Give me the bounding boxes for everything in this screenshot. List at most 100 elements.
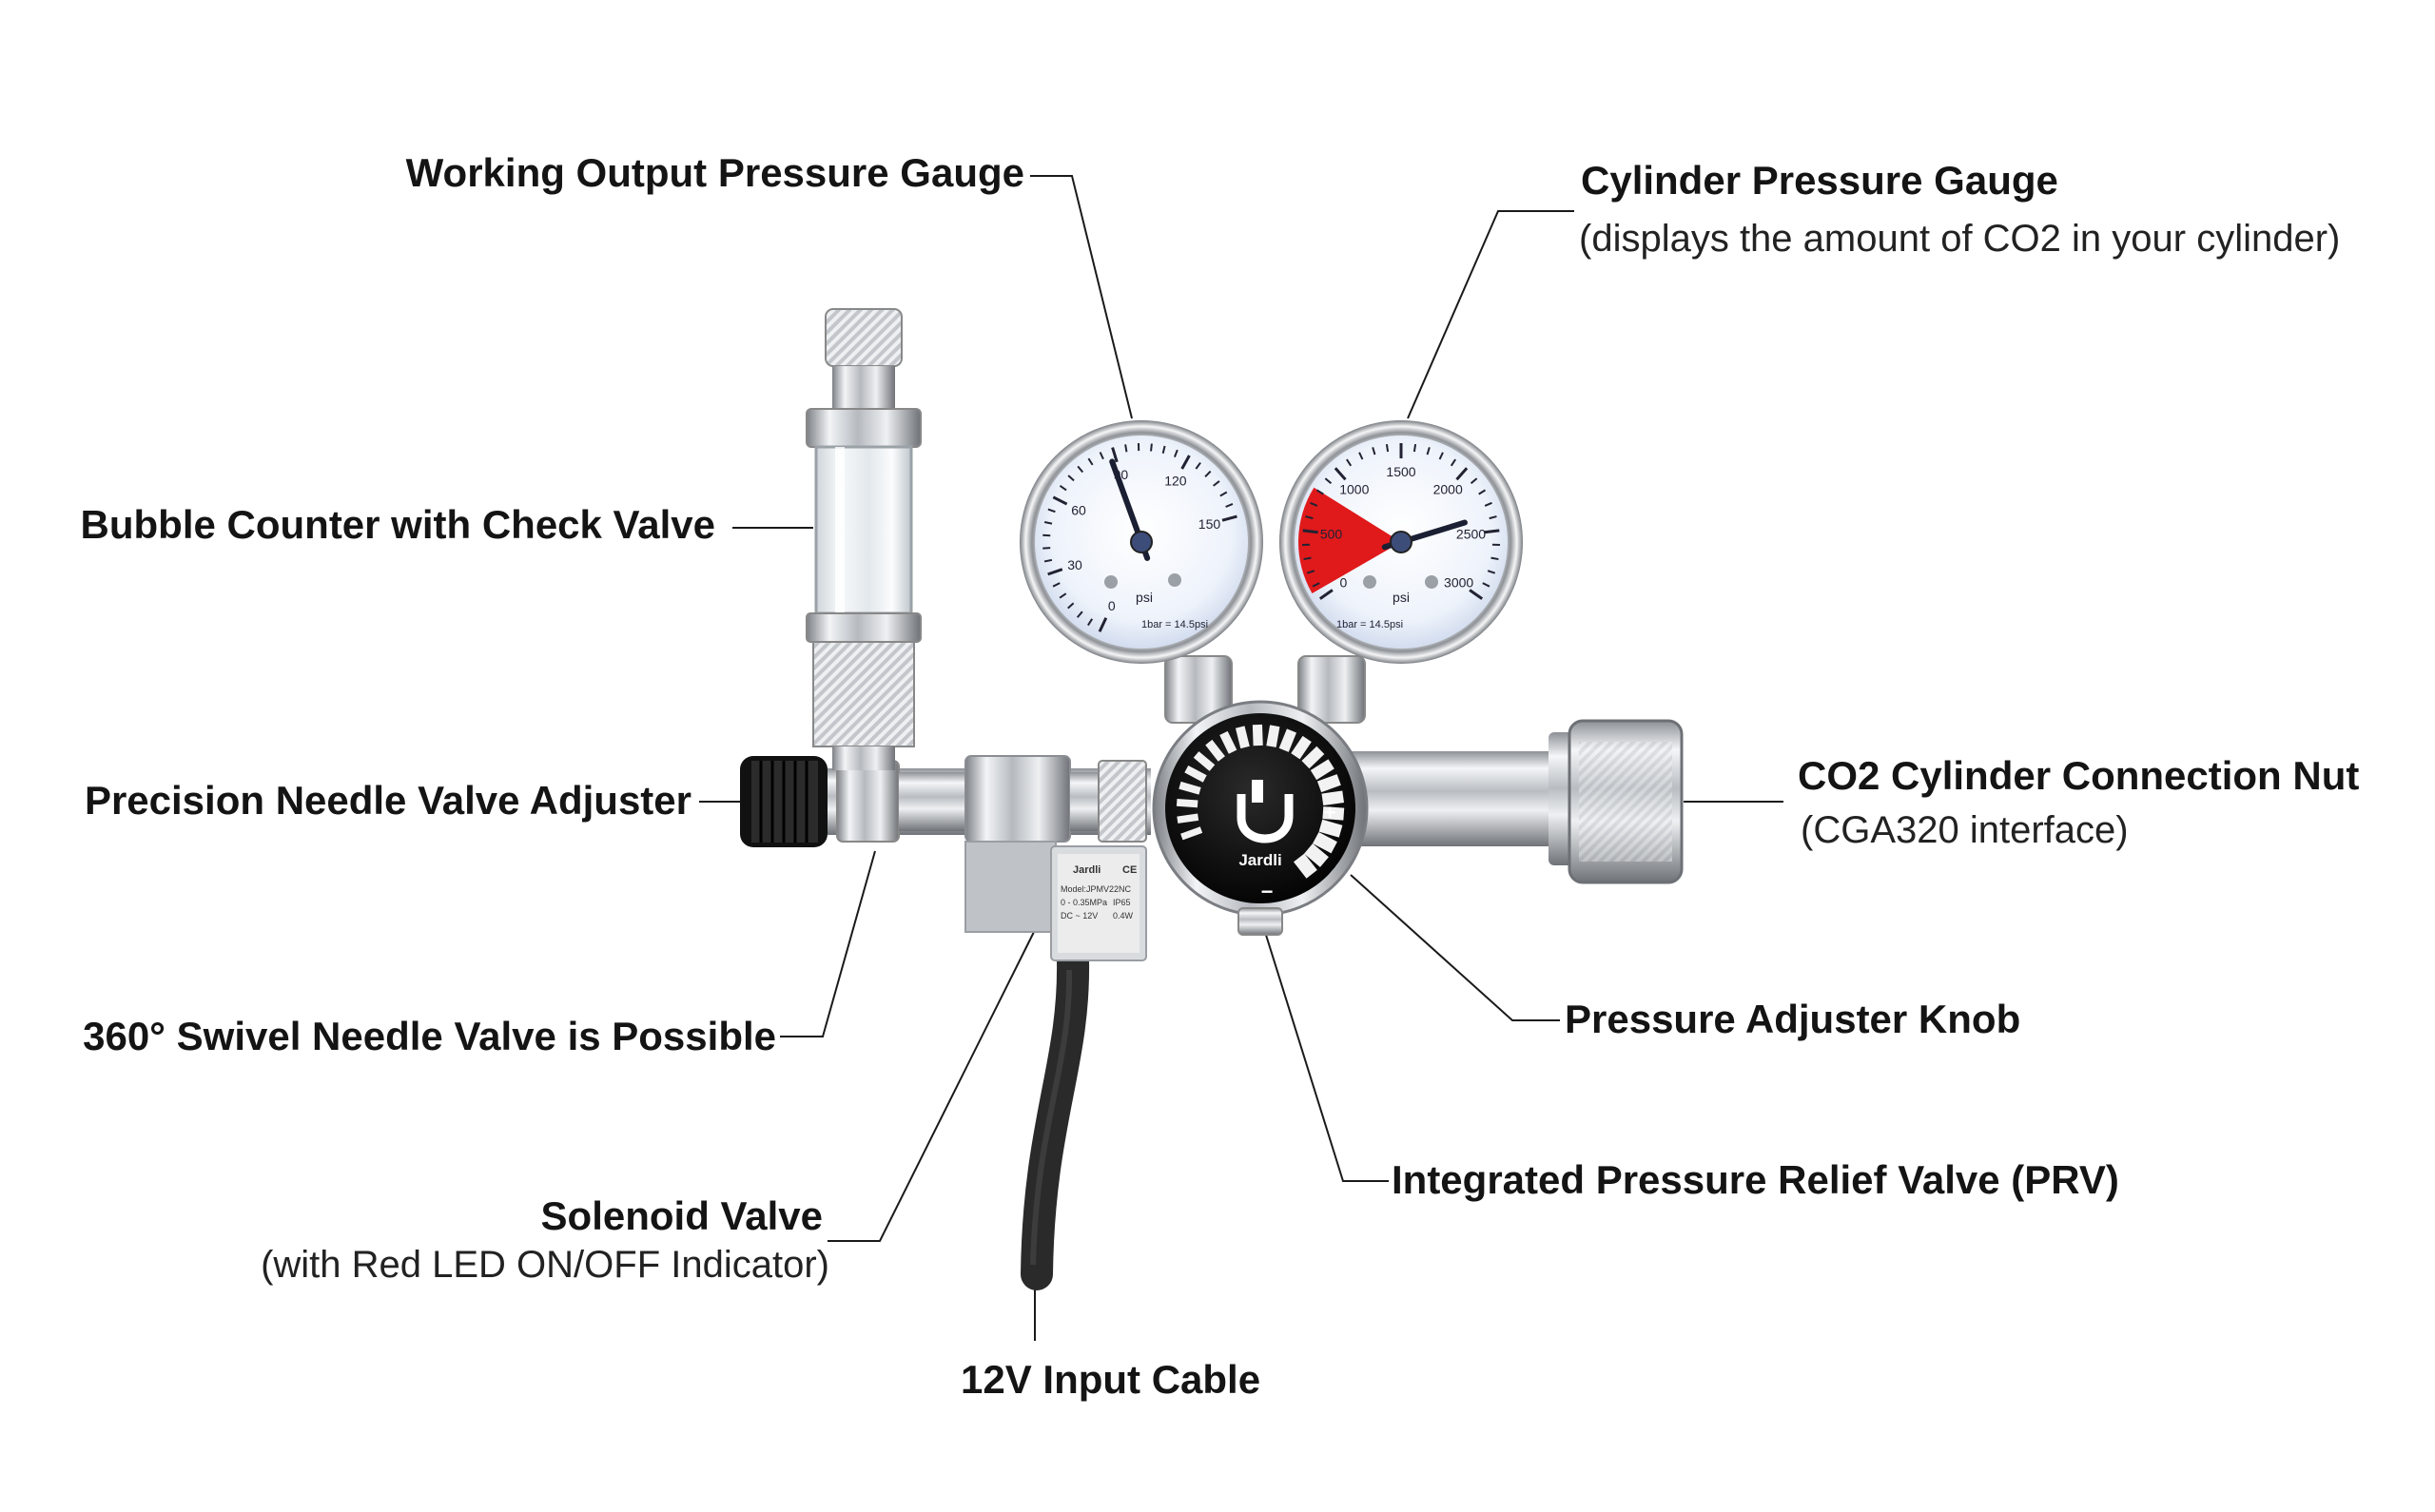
leader-cylinder-gauge <box>1407 210 1574 419</box>
leader-pressure-knob <box>1350 874 1560 1021</box>
knob-segment <box>1301 746 1325 769</box>
label-pressure-knob: Pressure Adjuster Knob <box>1565 997 2021 1041</box>
knob-segment <box>1278 728 1296 752</box>
label-swivel: 360° Swivel Needle Valve is Possible <box>83 1014 776 1058</box>
plate-brand: Jardli <box>1073 864 1101 876</box>
label-needle-valve: Precision Needle Valve Adjuster <box>84 778 692 823</box>
cylinder-gauge-tick <box>1315 489 1324 495</box>
output-gauge-tick <box>1059 485 1067 492</box>
output-gauge-tick <box>1042 547 1051 550</box>
knob-segment <box>1205 739 1225 762</box>
cylinder-gauge-tick <box>1412 443 1417 453</box>
output-gauge-tick <box>1077 465 1084 474</box>
cylinder-gauge-tick <box>1303 556 1312 561</box>
label-prv: Integrated Pressure Relief Valve (PRV) <box>1392 1157 2119 1202</box>
fitting-left <box>899 772 965 831</box>
output-gauge-tick <box>1219 491 1228 497</box>
knob-segment <box>1318 819 1343 838</box>
cylinder-gauge-note: 1bar = 14.5psi <box>1336 619 1403 630</box>
pressure-adjuster-knob <box>1165 713 1355 903</box>
plate-pressure: 0 - 0.35MPa <box>1061 898 1107 907</box>
cylinder-gauge-tick <box>1438 452 1444 460</box>
cylinder-gauge-tick <box>1426 447 1431 456</box>
output-gauge-tick <box>1195 461 1201 470</box>
knob-plus: + <box>1324 801 1336 824</box>
output-gauge-tick <box>1043 520 1053 525</box>
knob-minus: − <box>1261 880 1274 903</box>
cylinder-gauge-tick <box>1302 529 1318 534</box>
output-gauge-tick-label: 120 <box>1164 473 1187 488</box>
plate-model: Model:JPMV22NC <box>1061 884 1132 894</box>
output-gauge-tick <box>1067 475 1075 482</box>
cylinder-gauge-tick <box>1490 556 1499 561</box>
cylinder-gauge-tick-label: 1500 <box>1386 464 1415 479</box>
output-gauge-tick-label: 150 <box>1198 516 1221 532</box>
cylinder-gauge-tick <box>1385 443 1390 453</box>
cylinder-gauge-tick <box>1484 529 1500 534</box>
knob-segment <box>1313 831 1337 854</box>
cylinder-gauge-tick <box>1346 458 1353 467</box>
leader-prv <box>1264 931 1389 1182</box>
knob-segment <box>1179 781 1201 795</box>
knob-segment <box>1291 735 1312 760</box>
plate-ip: IP65 <box>1113 898 1131 907</box>
knob-segment <box>1180 826 1203 841</box>
output-gauge-tick-label: 60 <box>1071 502 1086 517</box>
output-gauge-tick <box>1052 495 1068 506</box>
knob-segment <box>1310 759 1334 781</box>
knob-segment <box>1316 774 1341 793</box>
label-connection-nut: CO2 Cylinder Connection Nut <box>1798 753 2360 798</box>
prv-stub <box>1237 907 1283 936</box>
label-bubble-counter: Bubble Counter with Check Valve <box>80 502 715 547</box>
output-gauge-tick <box>1225 502 1234 508</box>
output-gauge-tick <box>1047 508 1056 514</box>
output-gauge-tick <box>1221 514 1237 522</box>
bubble-counter <box>806 308 922 770</box>
cylinder-gauge-tick <box>1478 489 1487 495</box>
knob-segment <box>1322 806 1345 821</box>
cylinder-gauge-tick <box>1487 570 1496 574</box>
knob-segment <box>1184 765 1207 783</box>
label-solenoid: Solenoid Valve <box>540 1193 823 1238</box>
knob-segment <box>1321 790 1345 806</box>
output-gauge-tick <box>1059 592 1067 599</box>
cylinder-gauge-stem <box>1297 655 1366 724</box>
cylinder-gauge-tick <box>1310 501 1318 507</box>
cylinder-gauge-tick-label: 2000 <box>1433 482 1463 497</box>
output-gauge-tick <box>1180 455 1191 470</box>
knob-segment <box>1177 813 1199 824</box>
cylinder-gauge-tick <box>1358 452 1364 460</box>
cylinder-gauge-tick-label: 1000 <box>1339 482 1369 497</box>
output-gauge-unit: psi <box>1136 590 1153 605</box>
cylinder-gauge-tick <box>1318 589 1334 600</box>
output-gauge-tick <box>1087 457 1094 466</box>
cylinder-gauge-tick-label: 0 <box>1339 574 1347 590</box>
solenoid-valve <box>964 755 1147 961</box>
cylinder-gauge-tick <box>1482 582 1490 588</box>
output-gauge-tick <box>1099 452 1104 460</box>
cylinder-gauge-tick <box>1455 467 1469 481</box>
cylinder-gauge-tick <box>1489 515 1497 520</box>
cylinder-gauge-tick <box>1469 589 1484 600</box>
output-gauge-tick <box>1204 470 1212 478</box>
input-cable <box>1021 944 1090 1290</box>
needle-valve-block <box>836 760 900 843</box>
knob-segment <box>1176 799 1198 808</box>
output-gauge-tick <box>1087 618 1094 627</box>
knob-segment <box>1252 724 1263 746</box>
output-gauge-tick <box>1124 444 1128 453</box>
label-solenoid-sub: (with Red LED ON/OFF Indicator) <box>261 1244 829 1286</box>
solenoid-nameplate: Jardli CE Model:JPMV22NC 0 - 0.35MPa IP6… <box>1061 864 1137 921</box>
cylinder-gauge-unit: psi <box>1393 590 1410 605</box>
output-gauge-tick <box>1052 582 1061 588</box>
knob-segment <box>1266 725 1280 747</box>
leader-swivel <box>780 850 876 1037</box>
output-gauge-tick <box>1067 602 1075 610</box>
plate-power: 0.4W <box>1113 911 1134 921</box>
cylinder-gauge-tick <box>1334 467 1347 481</box>
knob-brand: Jardli <box>1238 851 1281 869</box>
cylinder-gauge-tick <box>1372 447 1376 456</box>
knob-segment <box>1219 730 1237 754</box>
